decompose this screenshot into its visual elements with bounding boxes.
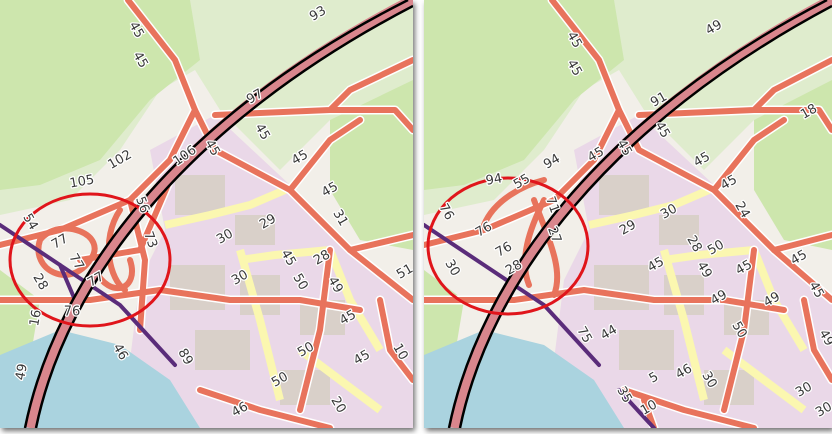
transit-line <box>58 263 77 302</box>
primary-road <box>297 247 333 413</box>
road-number-label: 76 <box>64 305 81 320</box>
railway-track <box>447 0 828 428</box>
interchange-ramp <box>531 197 561 298</box>
road-number-label: 49 <box>13 363 31 382</box>
railway-highlight <box>24 0 413 428</box>
building <box>599 175 649 215</box>
secondary-road <box>660 248 708 401</box>
primary-road <box>771 232 832 253</box>
building <box>235 215 275 245</box>
primary-road <box>721 247 757 413</box>
secondary-road <box>326 248 384 353</box>
primary-road <box>287 117 363 193</box>
road-number-label: 105 <box>68 172 95 191</box>
secondary-road <box>663 246 755 264</box>
primary-road <box>751 107 832 133</box>
road-number-label: 73 <box>140 230 160 251</box>
primary-road <box>377 297 413 383</box>
primary-road <box>347 232 413 253</box>
building <box>175 175 225 215</box>
building <box>195 330 250 370</box>
park-area <box>424 0 624 190</box>
road-number-label: 71 <box>542 195 562 216</box>
building <box>619 330 674 370</box>
primary-road <box>711 117 787 193</box>
railway-arc <box>23 0 413 428</box>
road-number-label: 56 <box>132 195 152 216</box>
road-number-label: 30 <box>214 226 236 247</box>
secondary-road <box>236 248 284 401</box>
road-number-label: 94 <box>485 171 504 189</box>
secondary-road <box>164 186 287 229</box>
primary-road <box>212 57 413 118</box>
secondary-road <box>588 186 711 229</box>
highlight-circle <box>426 176 590 316</box>
park-area <box>0 0 200 190</box>
primary-road <box>621 387 757 428</box>
road-number-label: 54 <box>19 211 40 233</box>
primary-road <box>424 0 622 248</box>
building <box>170 265 225 310</box>
building <box>594 265 649 310</box>
primary-road <box>636 57 832 118</box>
transit-line <box>617 388 656 428</box>
primary-road <box>801 297 832 383</box>
secondary-road <box>239 246 331 264</box>
railway-track <box>34 4 413 428</box>
primary-road <box>197 387 333 428</box>
railway-track <box>23 0 409 428</box>
road-number-label: 18 <box>798 101 820 122</box>
highlight-circle <box>8 192 172 328</box>
road-number-label: 16 <box>27 309 45 328</box>
road-number-label: 27 <box>544 225 564 246</box>
building <box>659 215 699 245</box>
interchange-loop <box>35 225 98 278</box>
secondary-road <box>750 248 808 353</box>
primary-road <box>327 107 413 133</box>
